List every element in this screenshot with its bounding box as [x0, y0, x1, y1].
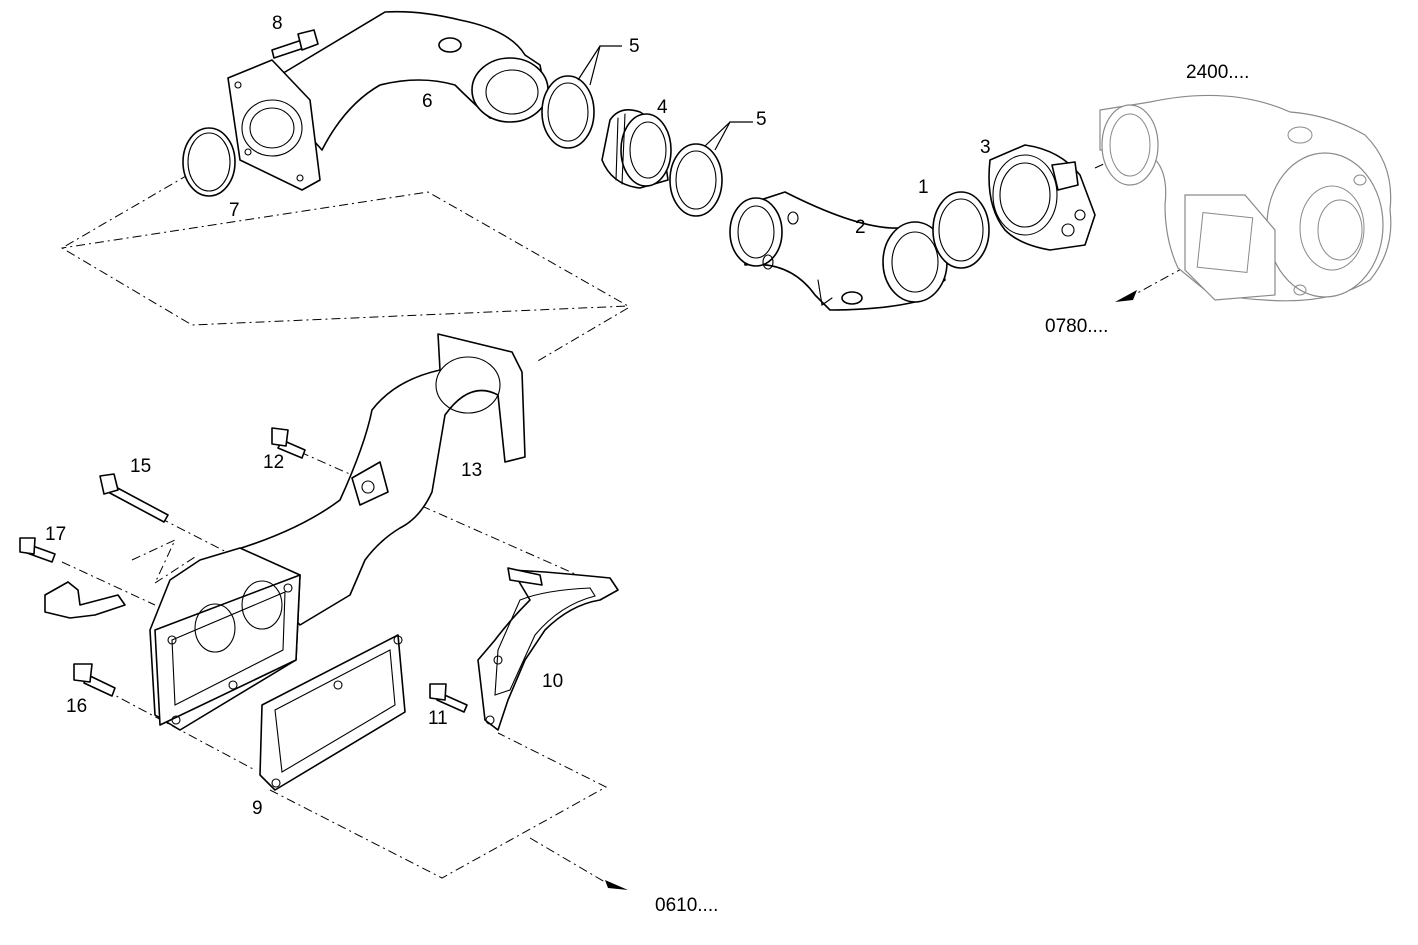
v-band-clamp-3: [988, 144, 1096, 251]
reference-arrows: [605, 290, 1137, 890]
callout-9: 9: [252, 798, 263, 819]
leader-lines: [577, 45, 753, 151]
clamp-ring-5b: [669, 143, 723, 217]
callout-13: 13: [461, 460, 482, 481]
threaded-sleeve-4: [601, 109, 672, 189]
callout-15: 15: [130, 456, 151, 477]
bolt-8: [271, 29, 319, 59]
pipe-elbow-2: [729, 191, 948, 311]
assembly-lines: [61, 144, 1186, 886]
turbocharger-ghost: [1099, 94, 1392, 302]
callout-labels: 1 2 3 4 5 5 6 7 8 9 10 11 12 13 15 16 17: [45, 13, 991, 819]
callout-11: 11: [428, 708, 448, 729]
callout-6: 6: [422, 91, 433, 112]
reference-turbo: 2400....: [1186, 62, 1249, 83]
callout-2: 2: [855, 217, 866, 238]
manifold-pipe-13: [234, 333, 526, 626]
reference-manifold: 0610....: [655, 895, 718, 916]
bracket-10: [477, 567, 619, 731]
manifold-flange-block: [149, 547, 301, 731]
gasket-ring-7: [182, 127, 236, 197]
callout-8: 8: [272, 13, 283, 34]
clamp-ring-5a: [541, 75, 595, 149]
bolt-15: [99, 473, 169, 523]
callout-10: 10: [542, 671, 563, 692]
callout-5-b: 5: [756, 109, 767, 130]
reference-exhaust: 0780....: [1045, 316, 1108, 337]
callout-1: 1: [918, 177, 929, 198]
bolt-11: [429, 683, 468, 713]
callout-5-a: 5: [629, 36, 640, 57]
callout-12: 12: [263, 452, 284, 473]
bolt-12: [271, 427, 306, 459]
gasket-plate-9: [259, 634, 406, 791]
callout-4: 4: [657, 97, 668, 118]
reference-labels: 2400.... 0780.... 0610....: [655, 62, 1249, 916]
callout-7: 7: [229, 200, 240, 221]
ring-1: [932, 191, 990, 269]
bolt-16: [73, 663, 116, 697]
callout-3: 3: [980, 137, 991, 158]
bolt-17: [19, 537, 56, 563]
callout-17: 17: [45, 524, 66, 545]
elbow-pipe-6: [227, 10, 549, 191]
clip-bracket: [44, 581, 126, 619]
callout-16: 16: [66, 696, 87, 717]
